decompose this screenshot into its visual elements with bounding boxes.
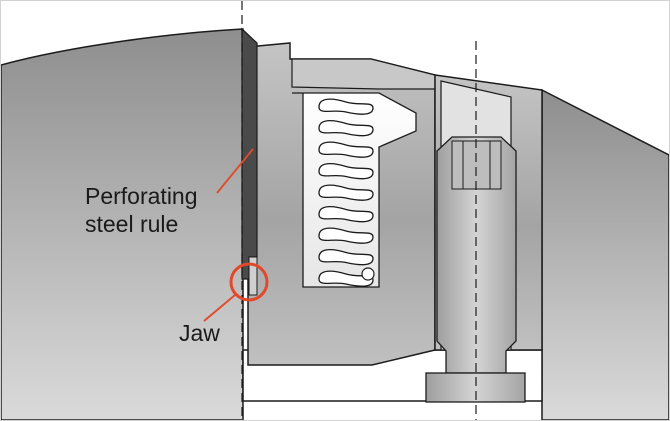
spring-coil — [318, 227, 374, 244]
right-material-body — [541, 88, 669, 420]
label-line-1: Perforating — [85, 183, 198, 209]
spring-coil — [318, 141, 374, 158]
callout-circle-jaw — [229, 262, 269, 302]
compression-spring — [318, 98, 374, 287]
spring-coil — [318, 120, 374, 137]
label-jaw: Jaw — [179, 320, 220, 346]
label-perforating-steel-rule: Perforating steel rule — [85, 182, 198, 238]
spring-coil — [318, 206, 374, 223]
upper-guide-flange — [291, 58, 436, 90]
hex-socket-lines — [462, 141, 491, 189]
callout-leader-rule — [216, 148, 254, 194]
spring-coil — [318, 249, 374, 266]
spring-coil — [318, 98, 374, 115]
label-line-2: steel rule — [85, 211, 179, 237]
spring-coil — [318, 163, 374, 180]
callout-leader-jaw — [203, 294, 236, 322]
spring-coil — [318, 184, 374, 201]
spring-coil — [318, 270, 374, 287]
spring-end-pin — [361, 267, 375, 281]
left-material-body — [1, 28, 244, 420]
